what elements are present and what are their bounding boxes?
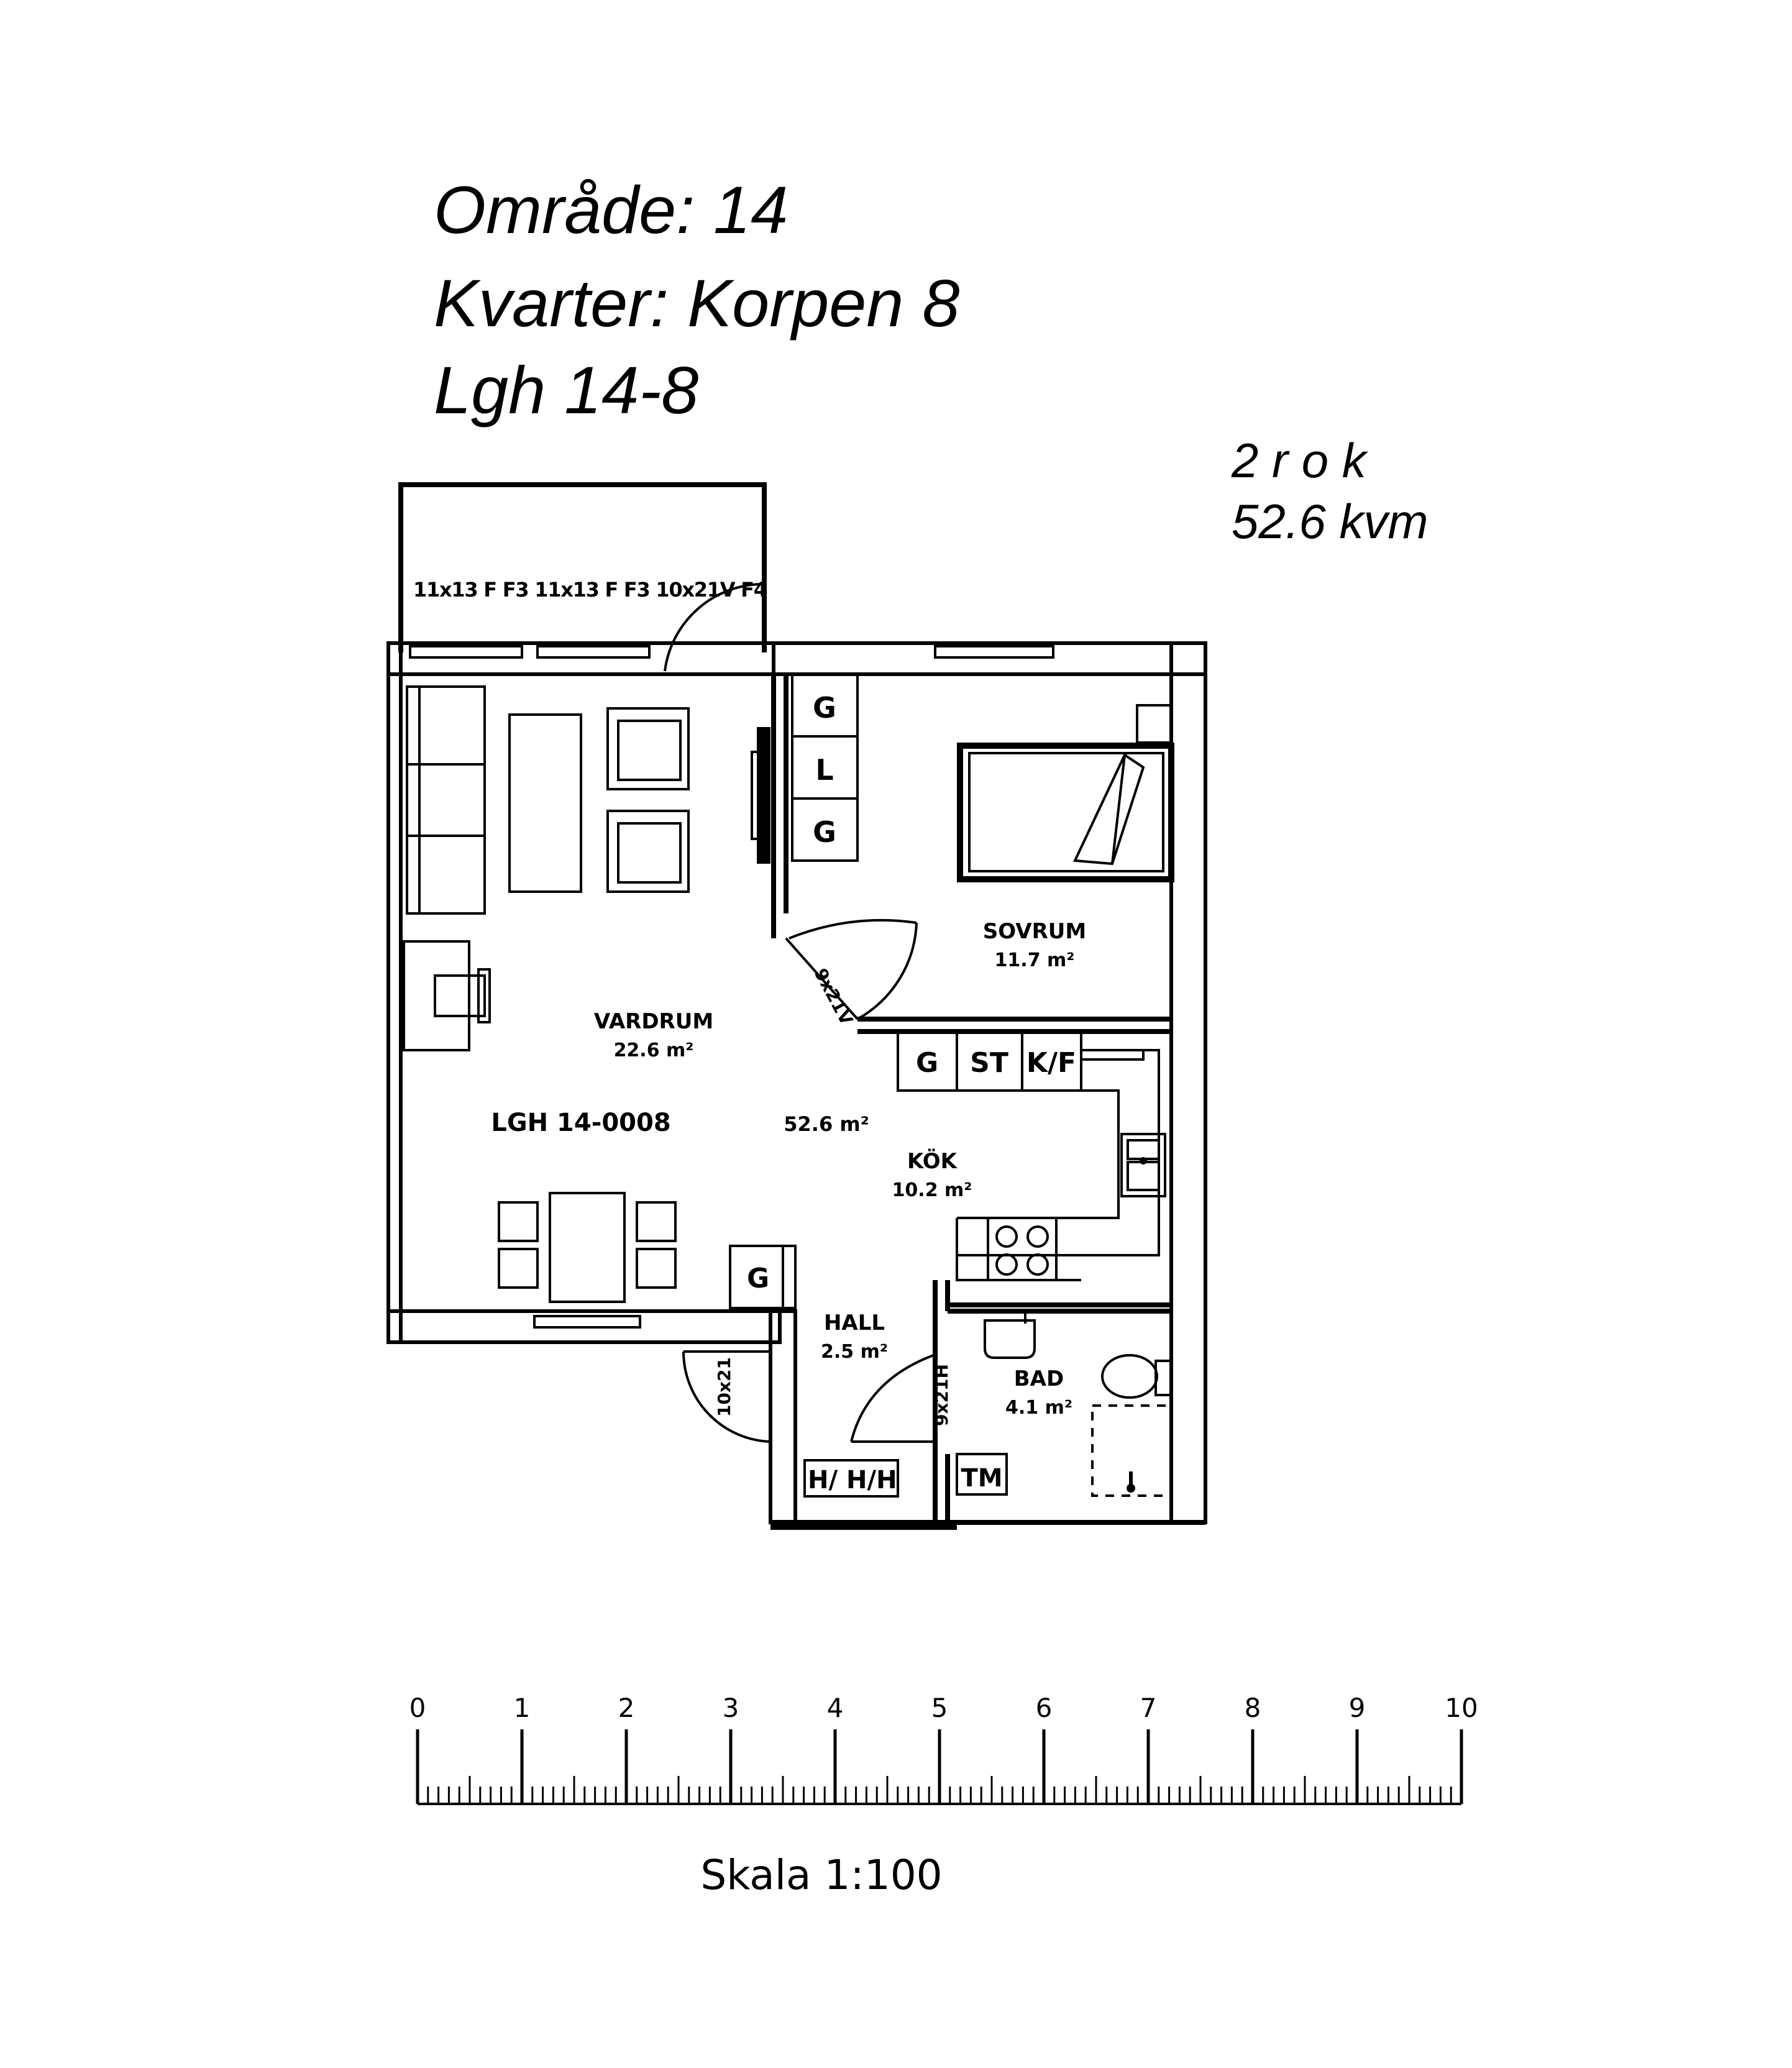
door-label-entrance: 10x21 [714,1357,734,1417]
washing-machine: TM [956,1453,1008,1496]
apartment-id: LGH 14-0008 [491,1109,670,1137]
wardrobe-g1: G [813,691,836,725]
room-area-bedroom: 11.7 m² [995,949,1075,971]
hall-wardrobe: G [729,1245,797,1309]
sofa [406,685,486,915]
desk [403,940,491,1051]
interior-walls [771,674,1171,1522]
wardrobe-l: L [815,753,833,787]
scale-tick-label: 6 [1036,1693,1053,1723]
tv [751,727,770,864]
header-area: Område: 14 [434,172,788,247]
hall-g: G [747,1263,769,1294]
room-name-hall: HALL [824,1311,885,1335]
scale-bar: 0 1 2 3 4 5 6 7 8 9 10 [409,1693,1478,1805]
kitchen-st: ST [970,1047,1008,1079]
armchairs [606,707,690,893]
scale-tick-label: 9 [1349,1693,1366,1723]
header-block: Kvarter: Korpen 8 [434,265,959,341]
bed [957,704,1174,882]
outer-walls [386,641,1207,1530]
kitchen-kf: K/F [1026,1047,1076,1079]
bath-sink [984,1310,1036,1359]
bath-door: 9x21H [850,1353,952,1443]
toilet [1101,1354,1173,1399]
hall-hooks: H/ H/H [803,1459,899,1498]
window-codes: 11x13 F F3 11x13 F F3 10x21V F4 [413,578,767,602]
shower [1091,1404,1173,1497]
apartment-total-area: 52.6 m² [784,1112,869,1136]
room-area-living: 22.6 m² [614,1040,694,1061]
hall-hooks-label: H/ H/H [808,1466,897,1494]
coffee-table [508,713,582,893]
kitchen-g: G [916,1047,938,1079]
scale-tick-label: 2 [618,1693,635,1723]
wardrobes-bedroom: G L G [791,673,859,862]
wardrobe-g2: G [813,815,836,849]
scale-tick-label: 4 [827,1693,844,1723]
room-name-bedroom: SOVRUM [983,919,1086,944]
door-label-bedroom: 9x21V [810,965,857,1028]
door-label-bath: 9x21H [931,1364,952,1426]
sink [1120,1133,1166,1197]
scale-tick-label: 5 [931,1693,948,1723]
room-name-kitchen: KÖK [907,1148,958,1174]
scale-tick-label: 1 [514,1693,531,1723]
windows [409,582,1054,1329]
scale-tick-label: 7 [1140,1693,1157,1723]
dining-set [498,1192,677,1303]
scale-tick-label: 10 [1445,1693,1478,1723]
entrance-door: 10x21 [682,1350,771,1443]
scale-tick-label: 0 [409,1693,426,1723]
room-name-bath: BAD [1014,1366,1064,1391]
scale-caption: Skala 1:100 [700,1851,942,1899]
room-area-hall: 2.5 m² [821,1341,888,1363]
header-apartment: Lgh 14-8 [434,352,698,428]
bedroom-door: 9x21V [785,918,918,1028]
stove [987,1217,1058,1281]
room-area-kitchen: 10.2 m² [892,1179,972,1201]
rooms-count: 2 r o k [1231,433,1369,488]
scale-tick-label: 3 [723,1693,739,1723]
room-name-living: VARDRUM [594,1009,713,1034]
balcony: 11x13 F F3 11x13 F F3 10x21V F4 [398,482,767,652]
scale-tick-label: 8 [1245,1693,1261,1723]
room-area-bath: 4.1 m² [1005,1397,1072,1419]
apartment-size: 52.6 kvm [1232,494,1428,549]
bath-tm: TM [961,1464,1002,1493]
